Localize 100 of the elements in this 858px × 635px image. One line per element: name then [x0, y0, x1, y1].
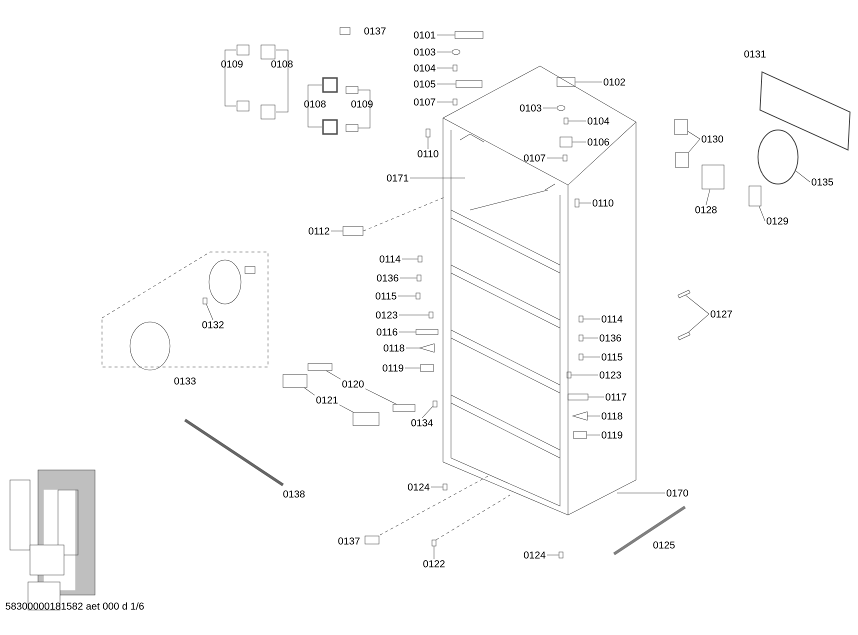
part-picture: [202, 298, 208, 304]
assembly-line: [363, 196, 446, 232]
assembly-line: [436, 494, 510, 540]
part-picture: [564, 118, 568, 124]
leader-line: [206, 304, 214, 320]
callout-number: 0135: [812, 178, 834, 186]
callout-number: 0124: [408, 483, 430, 491]
part-picture: [428, 312, 434, 318]
leader-line: [758, 206, 766, 222]
callout-number: 0136: [376, 274, 398, 282]
callout-number: 0119: [382, 364, 404, 372]
leader-line: [616, 492, 666, 494]
part-picture: [562, 154, 568, 162]
leader-line: [688, 314, 710, 332]
part-picture: [420, 344, 434, 352]
leader-line: [568, 120, 586, 122]
part-picture: [675, 152, 689, 168]
part-picture: [442, 484, 448, 490]
part-number: 0131: [744, 50, 766, 58]
callout-number: 0114: [380, 255, 400, 263]
callout-number: 0123: [600, 371, 622, 379]
callout-number: 0119: [602, 431, 622, 439]
part-picture: [342, 226, 364, 236]
part-picture: [418, 256, 422, 262]
part-picture: [416, 329, 438, 335]
part-picture: [420, 364, 434, 372]
part-picture: [352, 412, 380, 426]
part-picture: [556, 105, 566, 111]
part-picture: [558, 552, 564, 558]
drawing-number: 58300000181582 aet 000 d 1/6: [6, 602, 144, 610]
callout-number: 0121: [316, 396, 338, 404]
part-picture: [566, 372, 572, 378]
part-picture: [578, 316, 584, 322]
callout-number: 0106: [588, 138, 610, 146]
callout-number: 0102: [604, 78, 625, 86]
leader-line: [430, 486, 443, 488]
callout-number: 0122: [423, 560, 445, 568]
part-number: 0137: [338, 537, 360, 545]
callout-number: 0115: [602, 353, 622, 361]
part-picture: [574, 198, 580, 208]
part-picture: [308, 363, 332, 371]
part-picture: [456, 80, 482, 88]
callout-number: 0103: [520, 104, 542, 112]
part-number: 0137: [364, 27, 386, 35]
callout-number: 0110: [592, 199, 614, 207]
callout-number: 0104: [588, 117, 610, 125]
part-picture: [568, 394, 588, 400]
callout-number: 0118: [384, 344, 404, 352]
leader-line: [586, 434, 600, 436]
callout-number: 0120: [342, 380, 364, 388]
leader-line: [304, 388, 315, 396]
part-picture: [560, 136, 572, 148]
callout-number: 0103: [414, 48, 436, 56]
callout-number: 0116: [376, 328, 398, 336]
part-picture: [572, 412, 588, 420]
part-picture: [454, 31, 484, 39]
part-picture: [452, 64, 458, 72]
part-picture: [392, 404, 416, 412]
part-number: 0125: [653, 541, 675, 549]
leader-line: [688, 131, 700, 140]
leader-line: [795, 170, 810, 182]
callout-number: 0110: [418, 150, 438, 158]
leader-line: [339, 404, 354, 412]
part-picture: [578, 334, 584, 342]
part-picture: [573, 431, 587, 439]
part-picture: [758, 130, 798, 184]
part-picture: [678, 332, 690, 340]
leader-line: [688, 138, 700, 152]
callout-number: 0124: [524, 551, 546, 559]
leader-line: [579, 202, 592, 204]
leader-line: [706, 189, 710, 206]
part-picture: [432, 540, 436, 546]
part-picture: [432, 400, 438, 408]
part-number: 0108: [271, 60, 293, 68]
leader-line: [326, 370, 341, 380]
leader-line: [422, 406, 433, 418]
leader-line: [330, 230, 343, 232]
part-number: 0133: [174, 377, 196, 385]
part-picture: [748, 186, 762, 206]
part-picture: [702, 164, 724, 190]
leader-line: [583, 356, 600, 358]
part-number: 0138: [283, 490, 305, 498]
leader-line: [402, 258, 418, 260]
callout-number: 0107: [414, 98, 436, 106]
leader-line: [685, 294, 710, 314]
leader-line: [588, 396, 604, 398]
part-picture: [674, 119, 688, 135]
callout-number: 0129: [766, 217, 788, 225]
part-number: 0109: [221, 60, 243, 68]
callout-number: 0123: [376, 311, 398, 319]
callout-number: 0136: [600, 334, 622, 342]
callout-number: 0127: [710, 310, 732, 318]
leader-line: [365, 388, 397, 404]
callout-number: 0118: [602, 412, 622, 420]
callout-number: 0130: [702, 135, 724, 143]
leader-line: [546, 554, 559, 556]
callout-number: 0104: [414, 64, 436, 72]
leader-line: [436, 34, 455, 36]
callout-number: 0134: [411, 419, 433, 426]
part-picture: [578, 354, 584, 360]
